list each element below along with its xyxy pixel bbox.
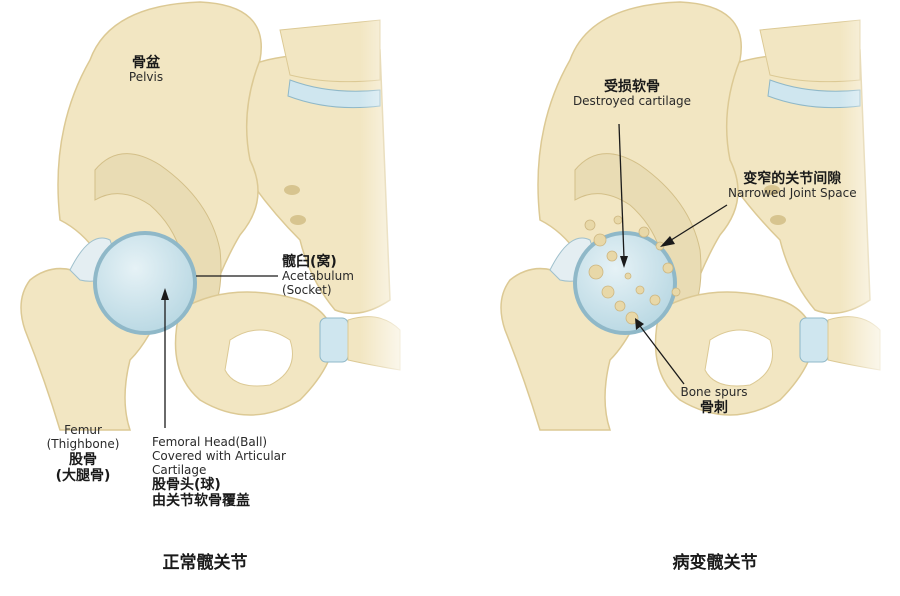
femoral-head-zh2: 由关节软骨覆盖 (152, 493, 250, 510)
pelvis-label: 骨盆 Pelvis (129, 55, 163, 85)
femoral-head-zh: 股骨头(球) (152, 477, 221, 494)
femur-label: Femur (Thighbone) 股骨 (大腿骨) (46, 423, 120, 484)
acetabulum-zh: 髋臼(窝) (282, 254, 337, 270)
destroyed-cartilage-arrow (618, 123, 625, 259)
fade-overlay (360, 0, 900, 470)
femoral-head-en: Femoral Head(Ball) (152, 435, 268, 449)
femur-en2: (Thighbone) (46, 436, 120, 451)
diseased-hip-illustration (500, 1, 881, 431)
destroyed-cartilage-zh: 受损软骨 (604, 79, 660, 95)
narrowed-space-arrow (667, 204, 728, 243)
destroyed-cartilage-label: 受损软骨 Destroyed cartilage (573, 79, 691, 109)
diseased-hip-caption: 病变髋关节 (672, 553, 758, 573)
femoral-head-en3: Cartilage (152, 462, 207, 477)
femoral-head-label: Femoral Head(Ball) Covered with Articula… (152, 435, 286, 510)
femur-en: Femur (64, 423, 102, 437)
femur-zh: 股骨 (69, 451, 97, 468)
destroyed-cartilage-en: Destroyed cartilage (572, 94, 692, 109)
bone-spurs-label: Bone spurs 骨刺 (680, 385, 748, 416)
normal-hip-illustration (20, 1, 401, 431)
femur-zh2: (大腿骨) (55, 467, 111, 484)
acetabulum-label: 髋臼(窝) Acetabulum (Socket) (282, 254, 354, 298)
bone-spur-texture (584, 215, 681, 325)
narrowed-space-zh: 变窄的关节间隙 (743, 171, 842, 187)
narrowed-space-label: 变窄的关节间隙 Narrowed Joint Space (728, 171, 857, 201)
leader-lines (161, 123, 728, 428)
acetabulum-en2: (Socket) (282, 282, 332, 297)
normal-hip-caption: 正常髋关节 (162, 553, 248, 573)
bone-spurs-en: Bone spurs (680, 385, 748, 399)
narrowed-space-en: Narrowed Joint Space (728, 186, 857, 201)
femoral-head-en2: Covered with Articular (152, 448, 286, 463)
pelvis-en: Pelvis (128, 70, 164, 85)
bone-spurs-arrow (639, 325, 685, 385)
pelvis-zh: 骨盆 (132, 55, 160, 71)
bone-spurs-zh: 骨刺 (699, 399, 728, 416)
acetabulum-en: Acetabulum (282, 269, 354, 284)
